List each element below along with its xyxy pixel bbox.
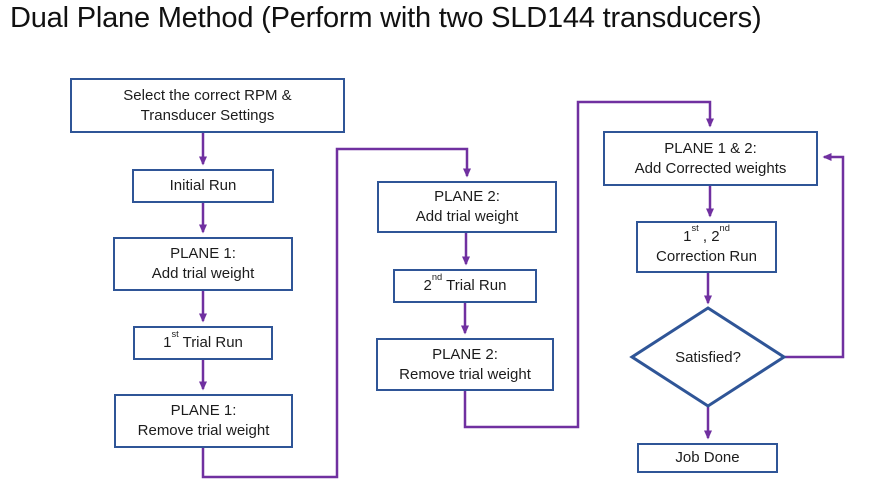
decision-diamond-shape [629, 306, 787, 408]
flow-node-plane2-remove-trial-weight: PLANE 2: Remove trial weight [376, 338, 554, 391]
flow-node-select-settings: Select the correct RPM & Transducer Sett… [70, 78, 345, 133]
flow-node-correction-run: 1st , 2nd Correction Run [636, 221, 777, 273]
node-text-line1: Select the correct RPM & [123, 86, 292, 104]
node-text-line2: Remove trial weight [137, 422, 270, 439]
node-text-line1: 1st , 2nd [683, 223, 730, 246]
node-text-line1: PLANE 1: [170, 402, 237, 420]
node-text-line2: Correction Run [656, 248, 757, 265]
flow-node-first-trial-run: 1st Trial Run [133, 326, 273, 360]
edge-satisfied-feedback-loop [784, 153, 845, 359]
flow-node-initial-run: Initial Run [132, 169, 274, 203]
flow-node-plane2-add-trial-weight: PLANE 2: Add trial weight [377, 181, 557, 233]
flow-node-job-done: Job Done [637, 443, 778, 473]
node-text-line2: Remove trial weight [399, 365, 531, 383]
node-text-line2: Add trial weight [151, 265, 255, 282]
node-text-line2: Add Corrected weights [634, 159, 787, 177]
node-text: Job Done [675, 449, 740, 467]
node-text-line1: PLANE 2: [434, 188, 500, 206]
edge-plane2remove-to-plane12add [463, 100, 714, 429]
flow-node-plane1-add-trial-weight: PLANE 1: Add trial weight [113, 237, 293, 291]
node-text: 1st Trial Run [163, 328, 243, 352]
page-title: Dual Plane Method (Perform with two SLD1… [10, 2, 762, 34]
flow-node-plane1-remove-trial-weight: PLANE 1: Remove trial weight [114, 394, 293, 448]
edge-plane1remove-to-plane2add [201, 147, 471, 479]
node-text-line1: PLANE 2: [432, 345, 498, 363]
node-text-line1: PLANE 1: [170, 245, 236, 263]
node-text: 2nd Trial Run [423, 271, 507, 295]
node-text: Initial Run [169, 177, 237, 195]
flow-node-plane1and2-add-corrected-weights: PLANE 1 & 2: Add Corrected weights [603, 131, 818, 186]
flow-node-second-trial-run: 2nd Trial Run [393, 269, 537, 303]
node-text-line2: Transducer Settings [140, 106, 275, 124]
decision-satisfied-label: Satisfied? [632, 340, 784, 374]
node-text: Satisfied? [675, 348, 741, 366]
node-text-line2: Add trial weight [415, 208, 519, 225]
node-text-line1: PLANE 1 & 2: [664, 139, 757, 157]
